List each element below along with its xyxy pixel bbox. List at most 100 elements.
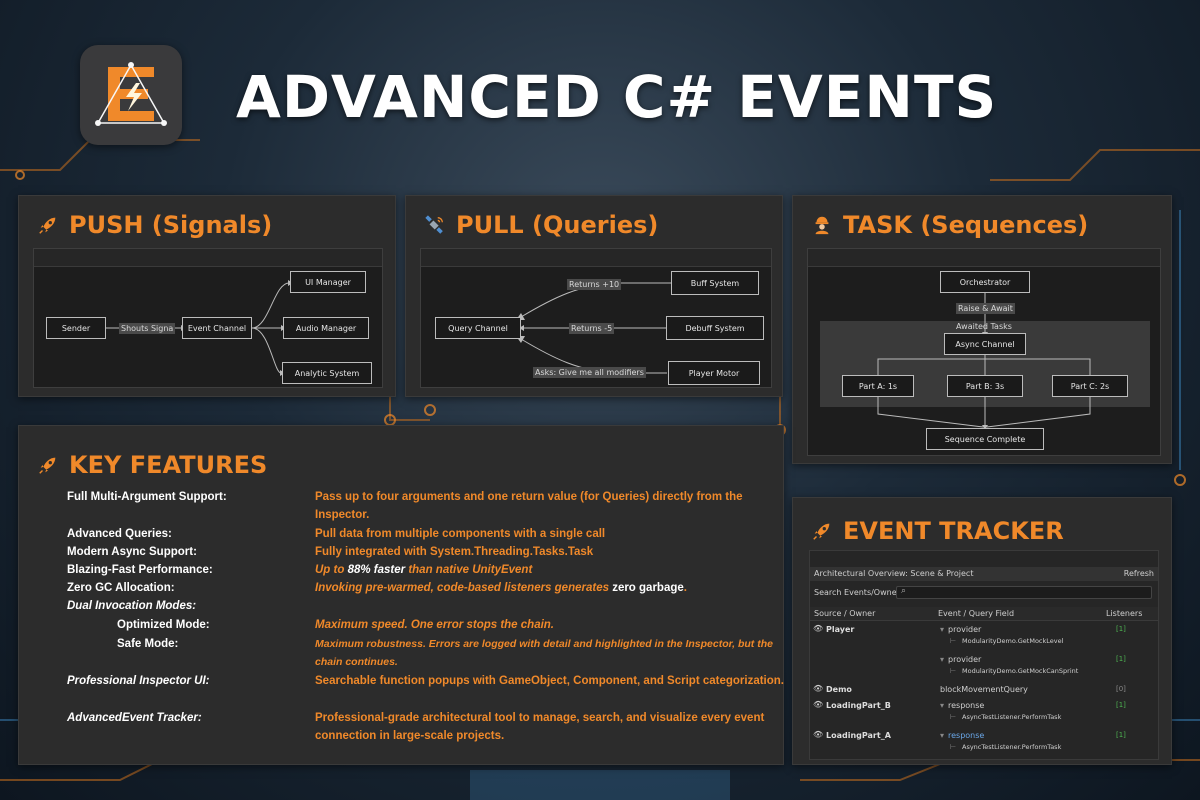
tracker-panel: EVENT TRACKER Architectural Overview: Sc… xyxy=(792,497,1172,765)
visibility-eye-icon[interactable]: 👁 xyxy=(813,624,824,633)
sequence-complete-node: Sequence Complete xyxy=(926,428,1044,450)
awaited-tasks-label: Awaited Tasks xyxy=(956,322,1012,331)
task-title-text: TASK (Sequences) xyxy=(843,211,1089,239)
satellite-icon xyxy=(425,215,444,234)
listener-icon: ⊢ xyxy=(950,637,957,645)
push-panel: PUSH (Signals) Sender Shouts Signa Event… xyxy=(18,195,396,397)
analytic-system-node: Analytic System xyxy=(282,362,372,384)
feature-label: Optimized Mode: xyxy=(117,619,210,631)
features-panel-title: KEY FEATURES xyxy=(37,450,267,480)
task-panel: TASK (Sequences) Awaited Tasks xyxy=(792,195,1172,464)
feature-label: Advanced Queries: xyxy=(67,528,172,540)
row-field: response xyxy=(948,701,985,710)
feature-desc-part: than native UnityEvent xyxy=(405,564,533,576)
pull-title-text: PULL (Queries) xyxy=(456,211,659,239)
rocket-icon xyxy=(39,457,56,474)
tracker-header-label: Architectural Overview: Scene & Project xyxy=(814,569,974,578)
table-row[interactable]: 👁 LoadingPart_B ▾ response ⊢ AsyncTestLi… xyxy=(810,699,1158,727)
table-row[interactable]: ▾ provider ⊢ ModularityDemo.GetMockCanSp… xyxy=(810,653,1158,681)
search-label: Search Events/Owners xyxy=(814,588,905,597)
player-motor-node: Player Motor xyxy=(668,361,760,385)
tracker-window: Architectural Overview: Scene & Project … xyxy=(809,550,1159,760)
listener-icon: ⊢ xyxy=(950,713,957,721)
tracker-panel-title: EVENT TRACKER xyxy=(811,516,1064,546)
rocket-icon xyxy=(813,523,830,540)
push-title-text: PUSH (Signals) xyxy=(69,211,273,239)
debuff-system-node: Debuff System xyxy=(666,316,764,340)
table-row[interactable]: 👁 Player ▾ provider ⊢ ModularityDemo.Get… xyxy=(810,623,1158,651)
expand-arrow-icon[interactable]: ▾ xyxy=(940,625,945,634)
part-b-node: Part B: 3s xyxy=(947,375,1023,397)
row-owner: LoadingPart_A xyxy=(826,731,891,740)
feature-desc: Invoking pre-warmed, code-based listener… xyxy=(315,579,785,597)
task-diagram-toolbar xyxy=(808,249,1160,267)
buff-system-node: Buff System xyxy=(671,271,759,295)
feature-label: Dual Invocation Modes: xyxy=(67,600,197,612)
row-count: [1] xyxy=(1116,625,1126,633)
row-owner: Demo xyxy=(826,685,852,694)
pull-panel: PULL (Queries) Query Channel Returns +10… xyxy=(405,195,783,397)
feature-desc: Professional-grade architectural tool to… xyxy=(315,712,765,742)
feature-label: Modern Async Support: xyxy=(67,546,197,558)
audio-manager-node: Audio Manager xyxy=(283,317,369,339)
worker-icon xyxy=(815,216,829,235)
row-count: [0] xyxy=(1116,685,1126,693)
push-diagram: Sender Shouts Signa Event Channel UI Man… xyxy=(33,248,383,388)
event-channel-node: Event Channel xyxy=(182,317,252,339)
feature-label: Safe Mode: xyxy=(117,638,179,650)
expand-arrow-icon[interactable]: ▾ xyxy=(940,701,945,710)
row-count: [1] xyxy=(1116,731,1126,739)
feature-desc-part: Invoking pre-warmed, code-based listener… xyxy=(315,582,613,594)
feature-desc: Pass up to four arguments and one return… xyxy=(315,491,743,521)
part-c-node: Part C: 2s xyxy=(1052,375,1128,397)
row-listener: AsyncTestListener.PerformTask xyxy=(962,743,1062,751)
visibility-eye-icon[interactable]: 👁 xyxy=(813,684,824,693)
row-owner: LoadingPart_B xyxy=(826,701,891,710)
row-field: response xyxy=(948,731,985,740)
column-header: Event / Query Field xyxy=(938,609,1015,618)
feature-label: Professional Inspector UI: xyxy=(67,675,210,687)
column-header: Listeners xyxy=(1106,609,1143,618)
pull-diagram: Query Channel Returns +10 Returns -5 Ask… xyxy=(420,248,772,388)
listener-icon: ⊢ xyxy=(950,667,957,675)
push-diagram-toolbar xyxy=(34,249,382,267)
row-count: [1] xyxy=(1116,655,1126,663)
visibility-eye-icon[interactable]: 👁 xyxy=(813,730,824,739)
row-field: blockMovementQuery xyxy=(940,685,1028,694)
page-title: ADVANCED C# EVENTS xyxy=(236,63,998,131)
table-row[interactable]: 👁 Demo blockMovementQuery [0] xyxy=(810,683,1158,697)
feature-label: Blazing-Fast Performance: xyxy=(67,564,213,576)
shouts-signal-label: Shouts Signa xyxy=(119,323,176,334)
returns-plus-label: Returns +10 xyxy=(567,279,622,290)
pull-panel-title: PULL (Queries) xyxy=(424,210,658,240)
task-panel-title: TASK (Sequences) xyxy=(811,210,1088,240)
lightning-e-logo-icon xyxy=(95,62,167,126)
feature-desc: Fully integrated with System.Threading.T… xyxy=(315,546,594,558)
rocket-icon xyxy=(39,217,56,234)
visibility-eye-icon[interactable]: 👁 xyxy=(813,700,824,709)
tracker-toolbar: Architectural Overview: Scene & Project … xyxy=(810,567,1158,581)
row-listener: ModularityDemo.GetMockLevel xyxy=(962,637,1064,645)
feature-label: Zero GC Allocation: xyxy=(67,582,175,594)
row-field: provider xyxy=(948,625,982,634)
task-diagram: Awaited Tasks Orchestrator Raise & Await… xyxy=(807,248,1161,456)
feature-desc-part: . xyxy=(683,582,687,594)
refresh-button[interactable]: Refresh xyxy=(1123,569,1154,578)
search-icon: ⌕ xyxy=(901,586,907,596)
table-row[interactable]: 👁 LoadingPart_A ▾ response ⊢ AsyncTestLi… xyxy=(810,729,1158,757)
pull-diagram-toolbar xyxy=(421,249,771,267)
expand-arrow-icon[interactable]: ▾ xyxy=(940,655,945,664)
async-channel-node: Async Channel xyxy=(944,333,1026,355)
feature-desc: Searchable function popups with GameObje… xyxy=(315,675,784,687)
returns-minus-label: Returns -5 xyxy=(569,323,615,334)
feature-desc-highlight: 88% faster xyxy=(347,564,406,576)
feature-desc: Pull data from multiple components with … xyxy=(315,528,606,540)
orchestrator-node: Orchestrator xyxy=(940,271,1030,293)
feature-desc: Maximum speed. One error stops the chain… xyxy=(315,619,555,631)
search-input[interactable]: ⌕ xyxy=(896,586,1152,599)
expand-arrow-icon[interactable]: ▾ xyxy=(940,731,945,740)
feature-label: AdvancedEvent Tracker: xyxy=(67,712,202,724)
query-channel-node: Query Channel xyxy=(435,317,521,339)
raise-await-label: Raise & Await xyxy=(956,303,1015,314)
feature-desc: Up to 88% faster than native UnityEvent xyxy=(315,561,785,579)
